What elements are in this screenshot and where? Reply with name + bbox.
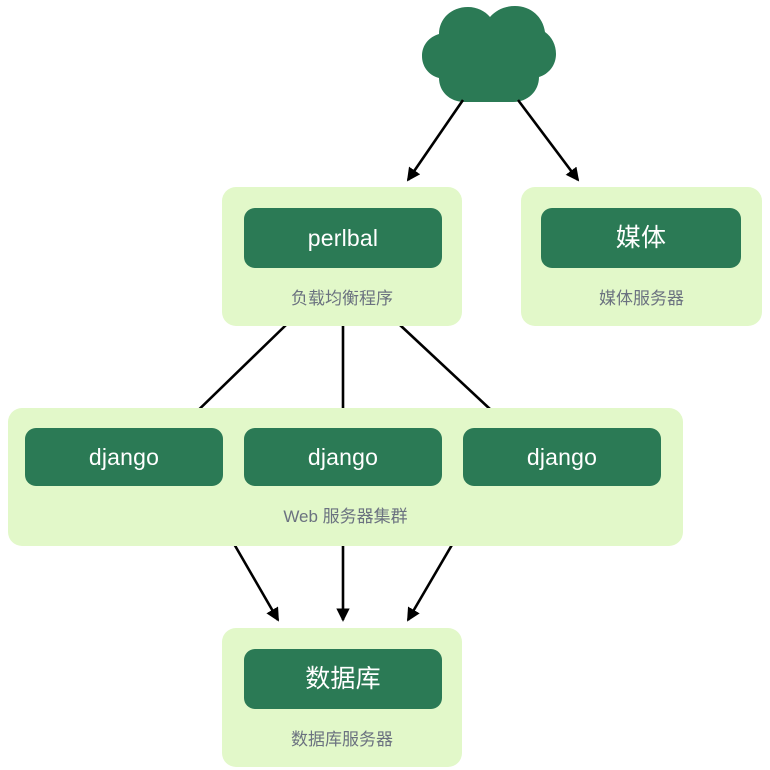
group-media[interactable]: 媒体 媒体服务器 <box>521 187 762 326</box>
edge-cloud-to-media <box>516 99 580 182</box>
node-django-2[interactable]: django <box>244 428 442 486</box>
group-label-media: 媒体服务器 <box>599 289 684 308</box>
group-database[interactable]: 数据库 数据库服务器 <box>222 628 462 767</box>
group-label-load-balancer: 负载均衡程序 <box>291 289 393 308</box>
node-django-3[interactable]: django <box>463 428 661 486</box>
node-perlbal[interactable]: perlbal <box>244 208 442 268</box>
group-web-cluster[interactable]: django django django Web 服务器集群 <box>8 408 683 546</box>
group-label-web-cluster: Web 服务器集群 <box>283 507 408 526</box>
internet-cloud <box>422 6 556 102</box>
group-load-balancer[interactable]: perlbal 负载均衡程序 <box>222 187 462 326</box>
node-media[interactable]: 媒体 <box>541 208 741 268</box>
group-label-database: 数据库服务器 <box>291 730 393 749</box>
node-database[interactable]: 数据库 <box>244 649 442 709</box>
node-django-1[interactable]: django <box>25 428 223 486</box>
edge-cloud-to-loadbalancer <box>406 99 465 182</box>
